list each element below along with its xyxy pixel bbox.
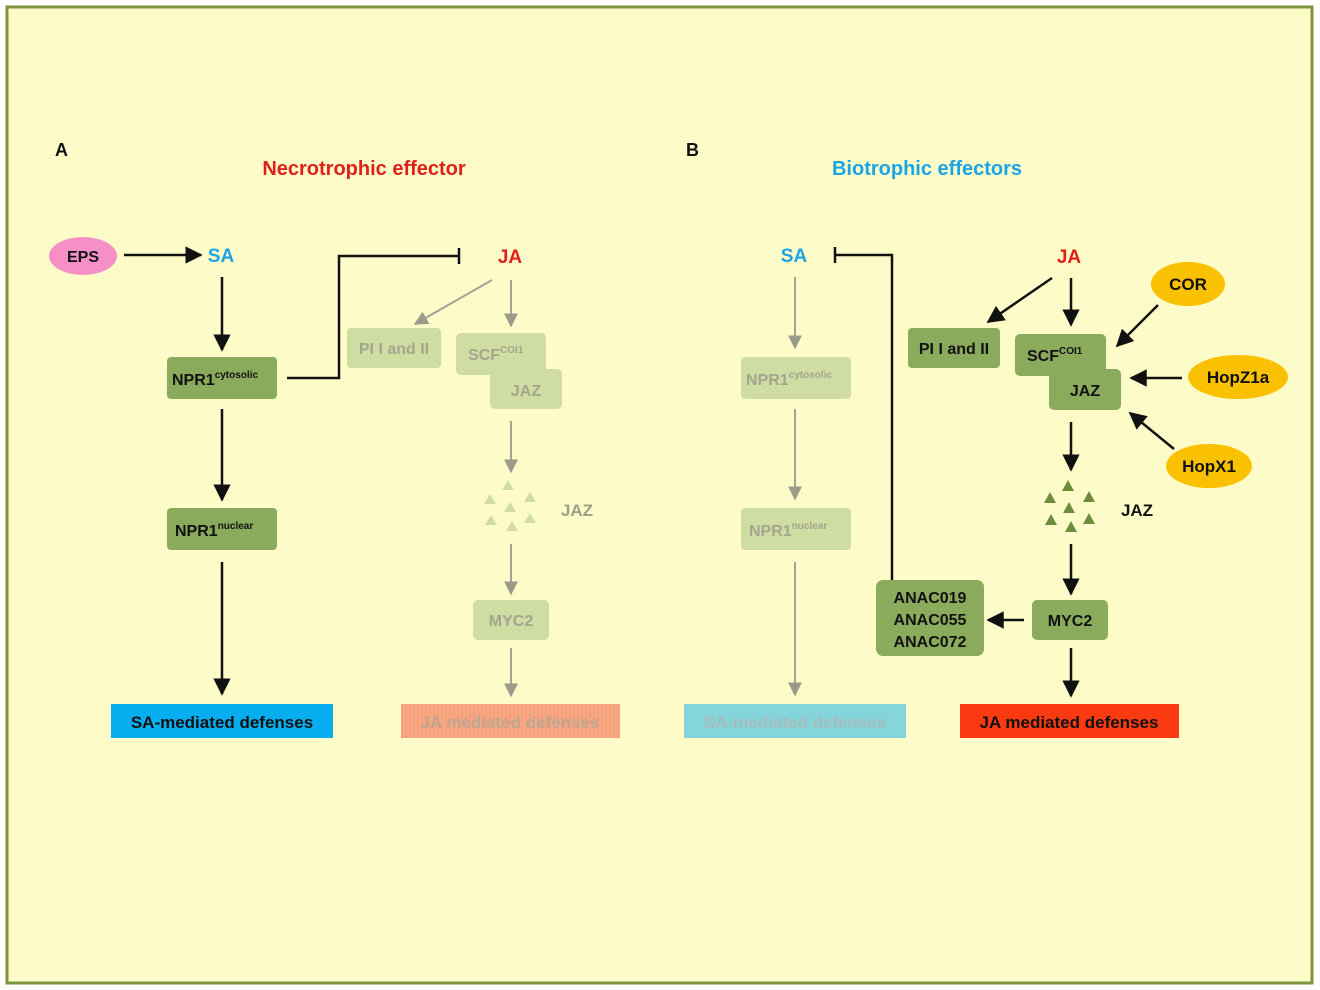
scf-box-b [1015,334,1106,376]
npr1-inhibits-ja-line [287,254,458,380]
degraded-jaz-triangles-b [1044,480,1095,532]
scf-label-a: SCFCOI1 [468,345,524,364]
sa-defenses-label-a: SA-mediated defenses [131,713,313,732]
pi-label-a: PI I and II [359,341,429,358]
panel-a-letter: A [55,140,68,160]
jaz-fragment-b [1065,521,1077,532]
myc2-label-b: MYC2 [1048,613,1093,630]
npr1-nuclear-label-b: NPR1nuclear [749,521,827,540]
sa-defenses-box-a [111,704,333,738]
jaz-label-a: JAZ [561,501,593,520]
jaz-box-label-a: JAZ [511,383,541,400]
jaz-box-a [490,369,562,409]
npr1-cytosolic-box-a [167,357,277,399]
ja-label-a: JA [498,247,523,268]
panel-b: B Biotrophic effectors SA NPR1cytosolic … [684,140,1288,738]
jaz-fragment-b [1062,480,1074,491]
jaz-box-b [1049,369,1121,410]
jaz-fragment-a [506,521,518,531]
panel-a-title: Necrotrophic effector [262,158,466,180]
jaz-box-label-b: JAZ [1070,383,1100,400]
jaz-fragment-a [524,513,536,523]
myc2-label-a: MYC2 [489,613,534,630]
npr1-cytosolic-label-a: NPR1cytosolic [172,370,258,389]
hopx1-to-jaz-arrow [1128,411,1175,450]
sa-label-b: SA [781,246,808,267]
jaz-fragment-a [485,515,497,525]
anac-label-1: ANAC019 [894,590,967,607]
sa-defenses-label-b: SA-mediated defenses [704,713,886,732]
pi-box-b [908,328,1000,368]
npr1-nuclear-label-a: NPR1nuclear [175,521,253,540]
panel-a: A Necrotrophic effector EPS SA NPR1cytos… [49,140,620,738]
cor-label: COR [1169,275,1207,294]
cor-to-scf-arrow [1115,304,1159,348]
anac-box [876,580,984,656]
eps-label: EPS [67,249,99,266]
jaz-fragment-a [484,494,496,504]
eps-ellipse [49,237,117,275]
anac-label-3: ANAC072 [894,634,967,651]
figure-frame [5,5,1314,985]
jaz-fragment-b [1063,502,1075,513]
jaz-fragment-b [1044,492,1056,503]
ja-defenses-label-b: JA mediated defenses [980,713,1159,732]
npr1-cytosolic-box-b [741,357,851,399]
scf-label-b: SCFCOI1 [1027,346,1083,365]
npr1-nuclear-box-b [741,508,851,550]
myc2-box-b [1032,600,1108,640]
npr1-cytosolic-label-b: NPR1cytosolic [746,370,832,389]
scf-box-a [456,333,546,375]
jaz-fragment-b [1083,491,1095,502]
jaz-fragment-a [524,492,536,502]
ja-defenses-box-b [960,704,1179,738]
myc2-box-a [473,600,549,640]
anac-label-2: ANAC055 [894,612,967,629]
ja-to-pi-arrow-b [986,276,1053,324]
pi-box-a [347,328,441,368]
hopz1a-label: HopZ1a [1207,368,1270,387]
jaz-fragment-b [1045,514,1057,525]
degraded-jaz-triangles-a [484,480,536,531]
cor-ellipse [1151,262,1225,306]
panel-b-letter: B [686,140,699,160]
hopx1-ellipse [1166,444,1252,488]
ja-to-pi-arrow-a [413,279,493,325]
jaz-fragment-a [502,480,514,490]
pi-label-b: PI I and II [919,341,989,358]
sa-defenses-box-b [684,704,906,738]
anac-inhibits-sa-line [836,253,894,580]
hopx1-label: HopX1 [1182,457,1236,476]
hopz1a-ellipse [1188,355,1288,399]
ja-defenses-label-a: JA mediated defenses [421,713,600,732]
jaz-fragment-a [504,502,516,512]
panel-b-title: Biotrophic effectors [832,158,1022,180]
npr1-nuclear-box-a [167,508,277,550]
jaz-fragment-b [1083,513,1095,524]
ja-label-b: JA [1057,247,1082,268]
ja-defenses-box-a [401,704,620,738]
sa-label-a: SA [208,246,235,267]
jaz-label-b: JAZ [1121,501,1153,520]
